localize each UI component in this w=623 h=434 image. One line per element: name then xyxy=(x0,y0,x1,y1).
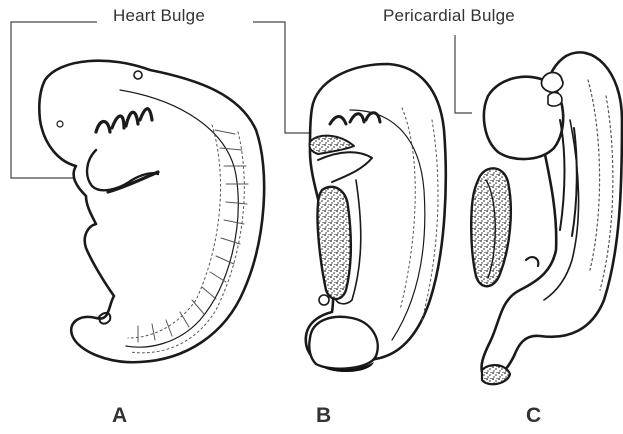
panel-label-a: A xyxy=(112,404,127,428)
embryo-b-cardiac-tube xyxy=(317,187,350,299)
pericardial-bulge-label: Pericardial Bulge xyxy=(383,6,515,26)
embryo-a-outline xyxy=(39,61,264,363)
embryo-c xyxy=(471,52,622,384)
panel-label-c: C xyxy=(526,404,541,428)
embryo-b xyxy=(306,64,446,372)
panel-label-b: B xyxy=(316,404,331,428)
embryo-a xyxy=(39,61,264,363)
pericardial-bulge-leader xyxy=(455,35,472,113)
embryo-c-tail xyxy=(482,365,510,384)
embryo-b-tail xyxy=(309,317,377,369)
embryo-a-eye xyxy=(134,71,142,79)
heart-bulge-label: Heart Bulge xyxy=(113,6,205,26)
